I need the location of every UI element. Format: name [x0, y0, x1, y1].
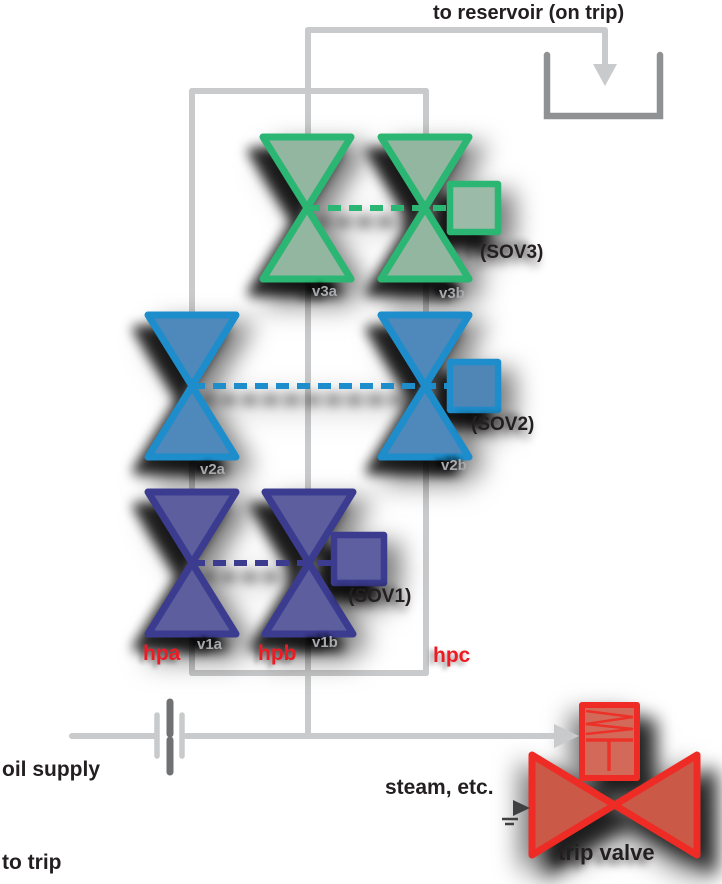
sov2-solenoid-square [446, 358, 502, 414]
steam-arrow-icon [427, 800, 530, 826]
valve-v1a-symbol [144, 488, 240, 638]
reservoir-symbol [543, 51, 664, 120]
orifice-symbol [154, 698, 185, 776]
oil-supply-label: oil supply to trip valve [2, 692, 100, 884]
port-label-v3b: v3b [439, 285, 465, 302]
hp-label-hpc: hpc [433, 644, 471, 667]
port-label-v2b: v2b [441, 457, 467, 474]
reservoir-arrow-icon [593, 64, 617, 86]
piston-icon [586, 738, 633, 771]
valve-v3a-symbol [259, 133, 355, 283]
port-label-v1b: v1b [312, 634, 338, 651]
sov2-group [144, 311, 502, 461]
sov1-solenoid-square [330, 531, 388, 587]
steam-label: steam, etc. [385, 776, 494, 799]
valve-v2a-symbol [144, 311, 240, 461]
orifice-outer-bars [154, 712, 185, 759]
port-label-v1a: v1a [197, 636, 223, 653]
sov1-label: (SOV1) [348, 586, 412, 607]
spring-icon [585, 709, 634, 736]
oil-arrow-icon [554, 724, 579, 748]
sov2-label: (SOV2) [471, 414, 535, 435]
trip-valve-label: trip valve [558, 840, 655, 865]
trip-valve-group [528, 702, 701, 859]
pipe-to-reservoir [305, 27, 608, 69]
hp-label-hpb: hpb [258, 642, 297, 665]
valve-v1b-symbol [261, 488, 357, 638]
valve-v3b-symbol [377, 133, 473, 283]
hp-label-hpa: hpa [143, 642, 181, 665]
port-label-v2a: v2a [200, 461, 226, 478]
trip-valve-symbol [528, 751, 701, 859]
port-label-v3a: v3a [312, 283, 338, 300]
to-reservoir-label: to reservoir (on trip) [433, 2, 625, 24]
valve-v2b-symbol [377, 311, 473, 461]
sov3-group [259, 133, 502, 283]
oil-supply-line1: oil supply [2, 758, 101, 781]
sov3-solenoid-square [446, 180, 502, 236]
sov3-label: (SOV3) [480, 242, 544, 263]
oil-supply-line2: to trip [2, 851, 62, 874]
sov1-group [144, 488, 388, 638]
